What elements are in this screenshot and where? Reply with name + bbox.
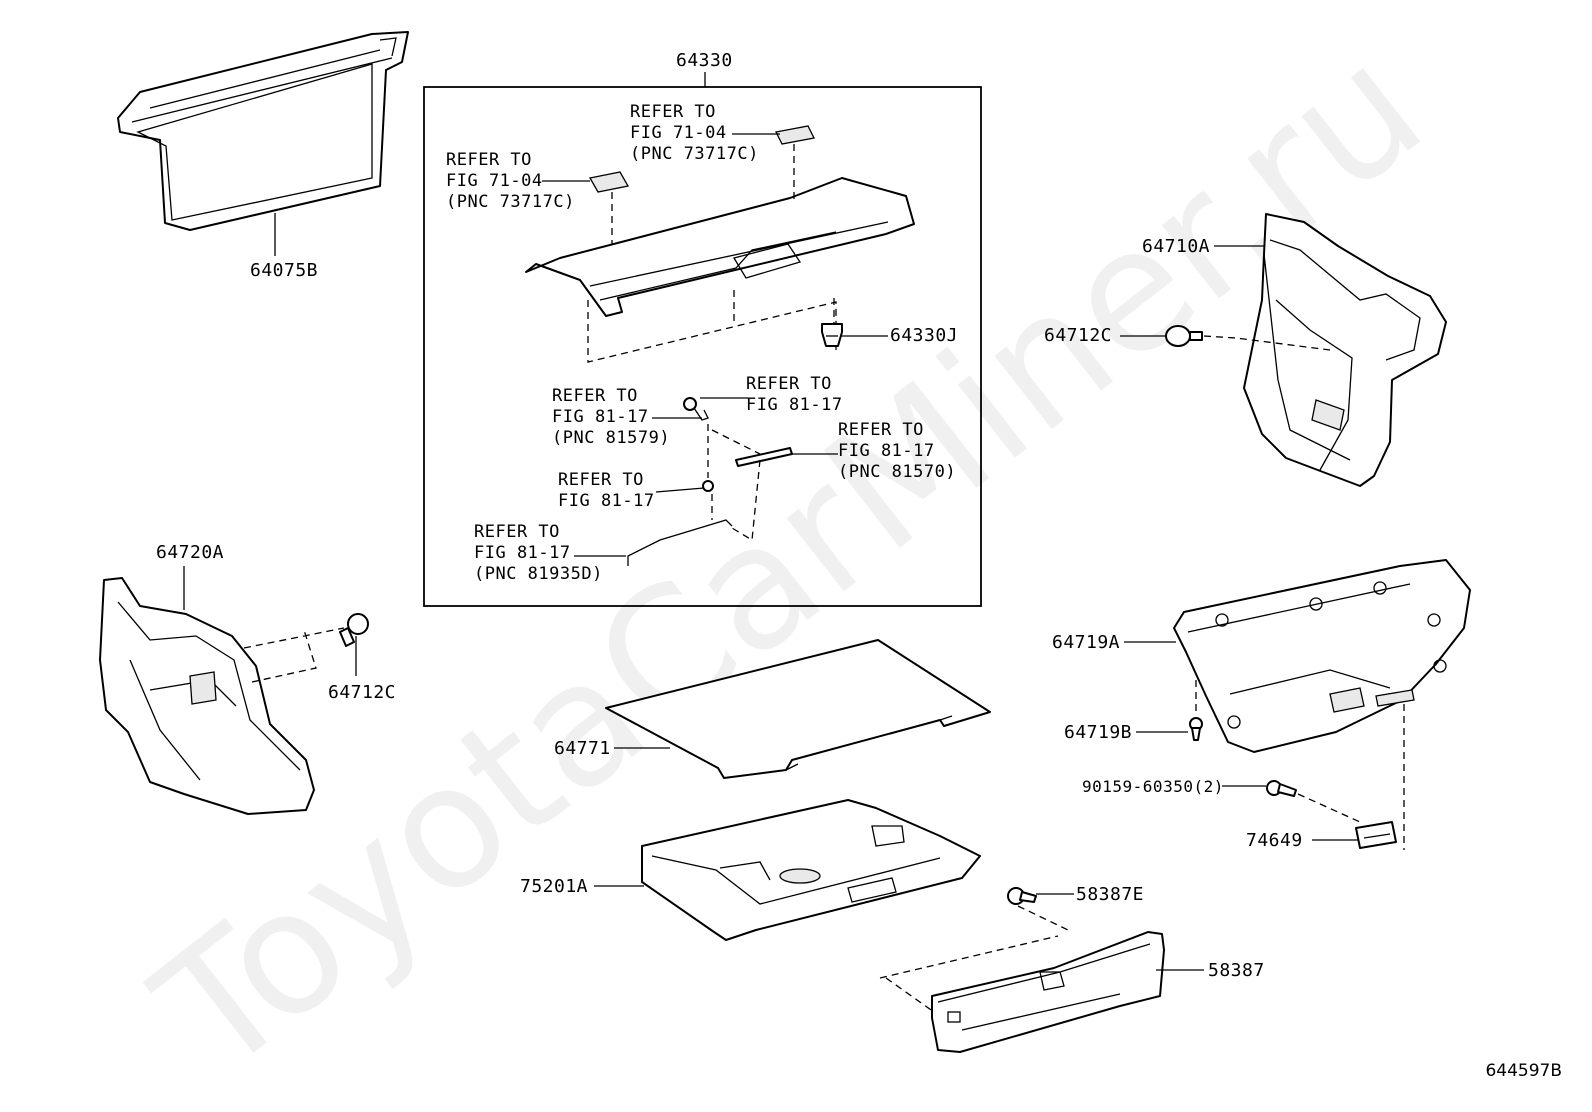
- dash-90159: [1297, 704, 1405, 850]
- ref-note-line: (PNC 81570): [838, 462, 957, 482]
- ref-note-line: (PNC 73717C): [446, 192, 575, 212]
- ref-note-line: (PNC 81935D): [474, 564, 603, 584]
- label-58387[interactable]: 58387: [1208, 960, 1265, 981]
- dash-58387E: [1017, 905, 1069, 931]
- ref-note-line: FIG 81-17: [474, 543, 571, 563]
- ref-note-line: REFER TO: [474, 522, 560, 542]
- label-64330[interactable]: 64330: [676, 50, 733, 71]
- label-75201A[interactable]: 75201A: [520, 876, 589, 897]
- clip-64712C-left-drawing[interactable]: [339, 613, 369, 647]
- ref-note-line: FIG 71-04: [630, 123, 727, 143]
- ref-note-line: REFER TO: [746, 374, 832, 394]
- label-64719A[interactable]: 64719A: [1052, 632, 1121, 653]
- dash-58387: [879, 935, 1059, 1013]
- part-64330-tray-drawing[interactable]: [525, 125, 915, 317]
- ref-note-line: FIG 71-04: [446, 171, 543, 191]
- label-64712C-left[interactable]: 64712C: [328, 682, 397, 703]
- ref-note-fig81-17-mid[interactable]: REFER TO FIG 81-17: [558, 470, 655, 512]
- clip-64712C-right-drawing[interactable]: [1165, 325, 1203, 347]
- ref-note-line: REFER TO: [446, 150, 532, 170]
- ref-note-line: (PNC 73717C): [630, 144, 759, 164]
- label-64330J[interactable]: 64330J: [890, 325, 959, 346]
- ref-note-line: (PNC 81579): [552, 428, 671, 448]
- ref-note-line: FIG 81-17: [552, 407, 649, 427]
- part-64719A-drawing[interactable]: [1173, 559, 1471, 753]
- ref-note-fig71-04-a[interactable]: REFER TO FIG 71-04 (PNC 73717C): [630, 102, 759, 165]
- label-64771[interactable]: 64771: [554, 738, 611, 759]
- dash-tray-outline: [587, 144, 837, 363]
- ref-note-line: REFER TO: [838, 420, 924, 440]
- ref-note-fig81-17-top[interactable]: REFER TO FIG 81-17: [746, 374, 843, 416]
- part-64075B-drawing[interactable]: [117, 31, 409, 231]
- ref-note-pnc-81570[interactable]: REFER TO FIG 81-17 (PNC 81570): [838, 420, 956, 483]
- label-64075B[interactable]: 64075B: [250, 260, 319, 281]
- ref-note-pnc-81935D[interactable]: REFER TO FIG 81-17 (PNC 81935D): [474, 522, 603, 585]
- ref-note-line: REFER TO: [630, 102, 716, 122]
- leader-ref6: [655, 487, 705, 493]
- part-75201A-drawing[interactable]: [641, 799, 981, 941]
- ref-note-line: FIG 81-17: [838, 441, 935, 461]
- ref-note-line: REFER TO: [558, 470, 644, 490]
- ref-note-line: FIG 81-17: [746, 395, 843, 415]
- label-64712C-right[interactable]: 64712C: [1044, 325, 1113, 346]
- label-58387E[interactable]: 58387E: [1076, 884, 1145, 905]
- ref-note-pnc-81579[interactable]: REFER TO FIG 81-17 (PNC 81579): [552, 386, 670, 449]
- part-64771-mat-drawing[interactable]: [605, 639, 991, 779]
- part-74649-drawing[interactable]: [1355, 821, 1397, 849]
- label-64710A[interactable]: 64710A: [1142, 236, 1211, 257]
- dash-64712C-left: [243, 627, 345, 683]
- clip-58387E-drawing[interactable]: [1007, 887, 1037, 905]
- ref-note-line: FIG 81-17: [558, 491, 655, 511]
- label-74649[interactable]: 74649: [1246, 830, 1303, 851]
- part-64720A-drawing[interactable]: [99, 577, 315, 815]
- label-64720A[interactable]: 64720A: [156, 542, 225, 563]
- clip-64330J-drawing[interactable]: [821, 323, 843, 347]
- ref-note-fig71-04-b[interactable]: REFER TO FIG 71-04 (PNC 73717C): [446, 150, 575, 213]
- clip-64719B-drawing[interactable]: [1189, 717, 1203, 741]
- dash-hook-guides: [707, 424, 761, 542]
- ref-note-line: REFER TO: [552, 386, 638, 406]
- label-90159-60350[interactable]: 90159-60350(2): [1082, 777, 1224, 796]
- hook-parts-drawing[interactable]: [627, 397, 793, 566]
- part-58387-drawing[interactable]: [931, 931, 1165, 1053]
- diagram-id: 644597B: [1485, 1061, 1562, 1081]
- label-64719B[interactable]: 64719B: [1064, 722, 1133, 743]
- group-box-64330: [423, 86, 982, 607]
- screw-90159-drawing[interactable]: [1266, 780, 1297, 797]
- part-64710A-drawing[interactable]: [1243, 213, 1447, 487]
